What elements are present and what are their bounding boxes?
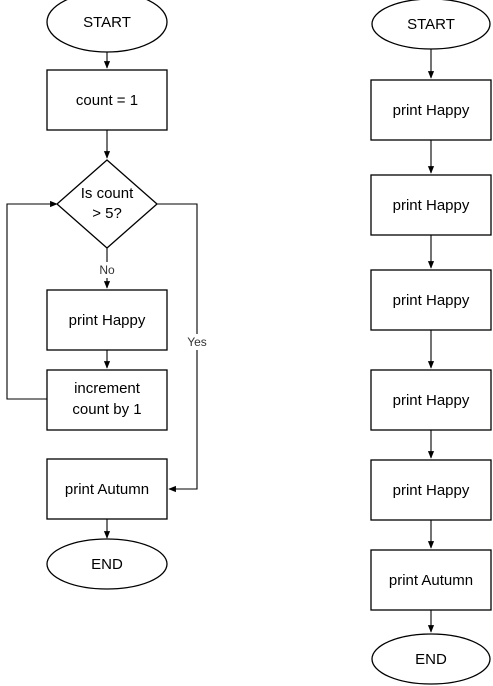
decision-label-line1: Is count xyxy=(81,185,134,202)
increment-label-line2: count by 1 xyxy=(72,401,141,418)
right-start-node: START xyxy=(371,0,491,50)
right-step-1-label: print Happy xyxy=(393,102,470,119)
left-print-autumn-node: print Autumn xyxy=(46,458,168,520)
yes-label-bg xyxy=(184,334,212,350)
right-step-1: print Happy xyxy=(370,79,492,141)
right-step-6-label: print Autumn xyxy=(389,572,473,589)
decision-node: Is count > 5? xyxy=(56,159,158,249)
right-end-label: END xyxy=(415,651,447,668)
right-step-5-label: print Happy xyxy=(393,482,470,499)
increment-node: increment count by 1 xyxy=(46,369,168,431)
left-end-node: END xyxy=(46,538,168,590)
left-start-label: START xyxy=(83,14,131,31)
right-end-node: END xyxy=(371,633,491,685)
init-count-node: count = 1 xyxy=(46,69,168,131)
init-count-label: count = 1 xyxy=(76,92,138,109)
edge-loop-back xyxy=(6,200,58,400)
left-flowchart: No Yes START count = 1 Is count > 5? pri… xyxy=(6,0,212,590)
right-step-2: print Happy xyxy=(370,174,492,236)
no-label: No xyxy=(99,263,115,277)
increment-label-line1: increment xyxy=(74,380,141,397)
right-step-6: print Autumn xyxy=(370,549,492,611)
left-print-happy-node: print Happy xyxy=(46,289,168,351)
right-step-3: print Happy xyxy=(370,269,492,331)
right-step-4-label: print Happy xyxy=(393,392,470,409)
left-end-label: END xyxy=(91,556,123,573)
right-step-5: print Happy xyxy=(370,459,492,521)
left-start-node: START xyxy=(46,0,168,53)
yes-label: Yes xyxy=(187,335,207,349)
right-step-3-label: print Happy xyxy=(393,292,470,309)
left-print-autumn-label: print Autumn xyxy=(65,481,149,498)
right-start-label: START xyxy=(407,16,455,33)
left-print-happy-label: print Happy xyxy=(69,312,146,329)
right-step-4: print Happy xyxy=(370,369,492,431)
right-step-2-label: print Happy xyxy=(393,197,470,214)
decision-label-line2: > 5? xyxy=(92,205,122,222)
right-flowchart: START print Happy print Happy print Happ… xyxy=(370,0,492,685)
no-label-bg xyxy=(95,262,119,278)
